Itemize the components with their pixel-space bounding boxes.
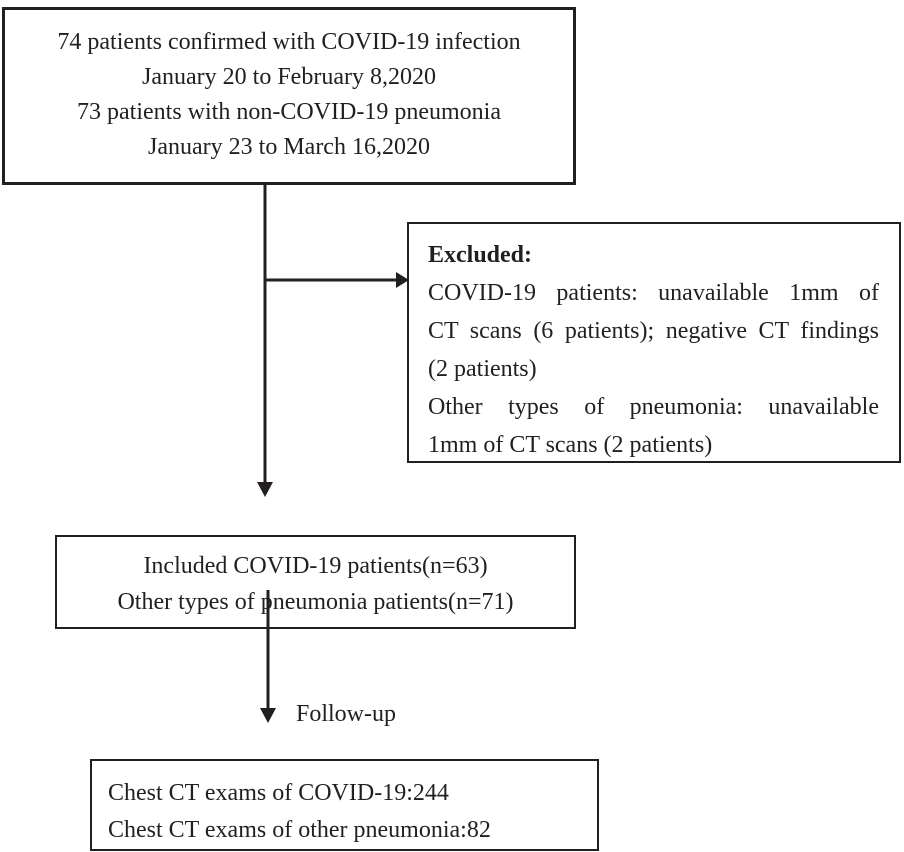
included-line: Other types of pneumonia patients(n=71) <box>117 589 514 615</box>
excluded-covid-line: CT scans (6 patients); negative CT findi… <box>428 318 879 344</box>
arrowhead-exams <box>260 708 276 723</box>
arrowhead-included <box>257 482 273 497</box>
enrollment-box: 74 patients confirmed with COVID-19 infe… <box>2 7 576 185</box>
arrowhead-excluded <box>396 272 409 288</box>
excluded-heading: Excluded: <box>428 242 533 268</box>
enrollment-line: January 23 to March 16,2020 <box>148 134 430 160</box>
excluded-covid-line: COVID-19 patients: unavailable 1mm of <box>428 280 879 306</box>
included-box: Included COVID-19 patients(n=63) Other t… <box>55 535 576 629</box>
enrollment-line: 73 patients with non-COVID-19 pneumonia <box>77 99 501 125</box>
included-line: Included COVID-19 patients(n=63) <box>143 553 488 579</box>
excluded-other-line: 1mm of CT scans (2 patients) <box>428 432 713 458</box>
enrollment-line: 74 patients confirmed with COVID-19 infe… <box>57 29 521 55</box>
ct-exams-line: Chest CT exams of COVID-19:244 <box>108 780 449 806</box>
excluded-box: Excluded: COVID-19 patients: unavailable… <box>407 222 901 463</box>
excluded-covid-line: (2 patients) <box>428 356 537 382</box>
ct-exams-line: Chest CT exams of other pneumonia:82 <box>108 817 491 843</box>
ct-exams-box: Chest CT exams of COVID-19:244 Chest CT … <box>90 759 599 851</box>
follow-up-label: Follow-up <box>296 701 397 727</box>
excluded-other-line: Other types of pneumonia: unavailable <box>428 394 879 420</box>
enrollment-line: January 20 to February 8,2020 <box>142 64 436 90</box>
